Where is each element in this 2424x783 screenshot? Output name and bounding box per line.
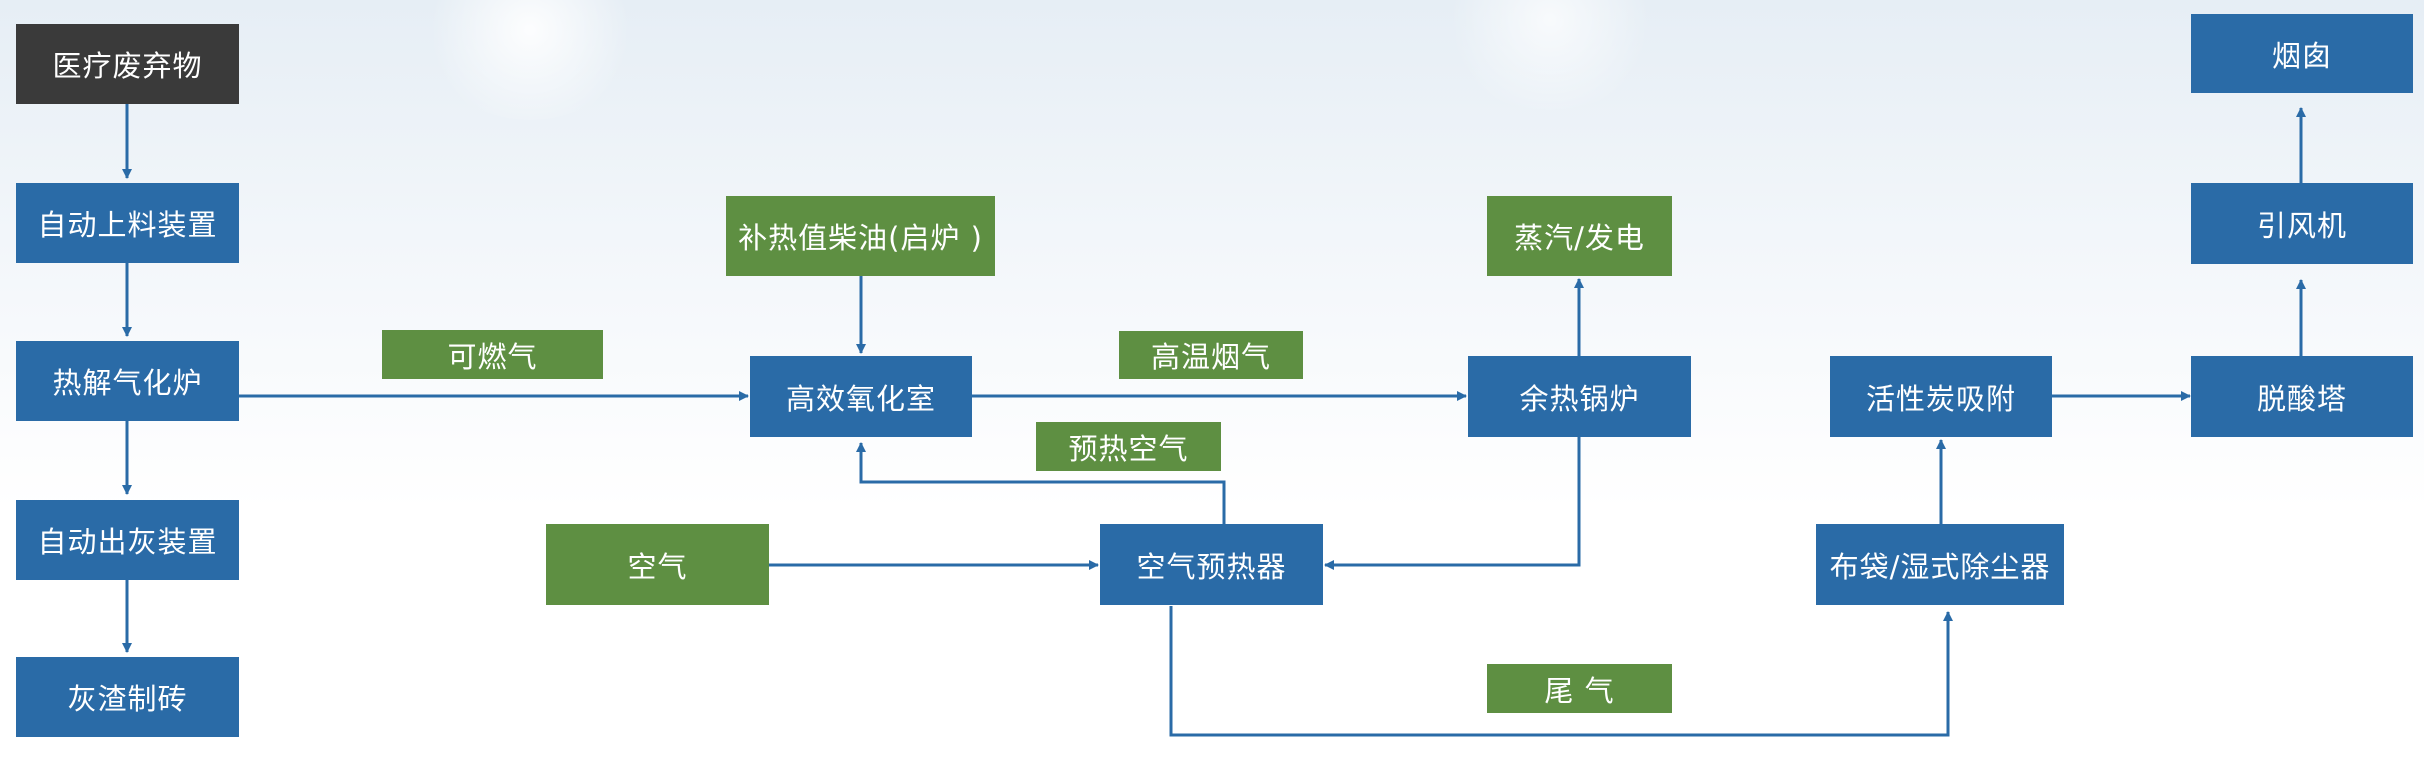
deacidification-tower-node: 脱酸塔 <box>2191 356 2413 437</box>
arrow-boiler-to-preheater <box>1324 437 1581 570</box>
diesel-supplement-node: 补热值柴油(启炉 ) <box>726 196 995 276</box>
high-temp-flue-gas-label: 高温烟气 <box>1119 331 1303 379</box>
preheated-air-label: 预热空气 <box>1036 422 1221 471</box>
auto-ash-discharge-node: 自动出灰装置 <box>16 500 239 580</box>
arrow-preheater-to-oxidation <box>856 442 1226 524</box>
dust-collector-node: 布袋/湿式除尘器 <box>1816 524 2064 605</box>
induced-draft-fan-node: 引风机 <box>2191 183 2413 264</box>
air-preheater-node: 空气预热器 <box>1100 524 1323 605</box>
air-node: 空气 <box>546 524 769 605</box>
ash-bricks-node: 灰渣制砖 <box>16 657 239 737</box>
activated-carbon-node: 活性炭吸附 <box>1830 356 2052 437</box>
arrow-preheater-to-dust-collector <box>1169 606 1953 737</box>
combustible-gas-label: 可燃气 <box>382 330 603 379</box>
pyrolysis-furnace-node: 热解气化炉 <box>16 341 239 421</box>
chimney-node: 烟囱 <box>2191 14 2413 93</box>
exhaust-gas-label: 尾 气 <box>1487 664 1672 713</box>
steam-power-node: 蒸汽/发电 <box>1487 196 1672 276</box>
auto-feeder-node: 自动上料装置 <box>16 183 239 263</box>
waste-heat-boiler-node: 余热锅炉 <box>1468 356 1691 437</box>
medical-waste-node: 医疗废弃物 <box>16 24 239 104</box>
oxidation-chamber-node: 高效氧化室 <box>750 356 972 437</box>
